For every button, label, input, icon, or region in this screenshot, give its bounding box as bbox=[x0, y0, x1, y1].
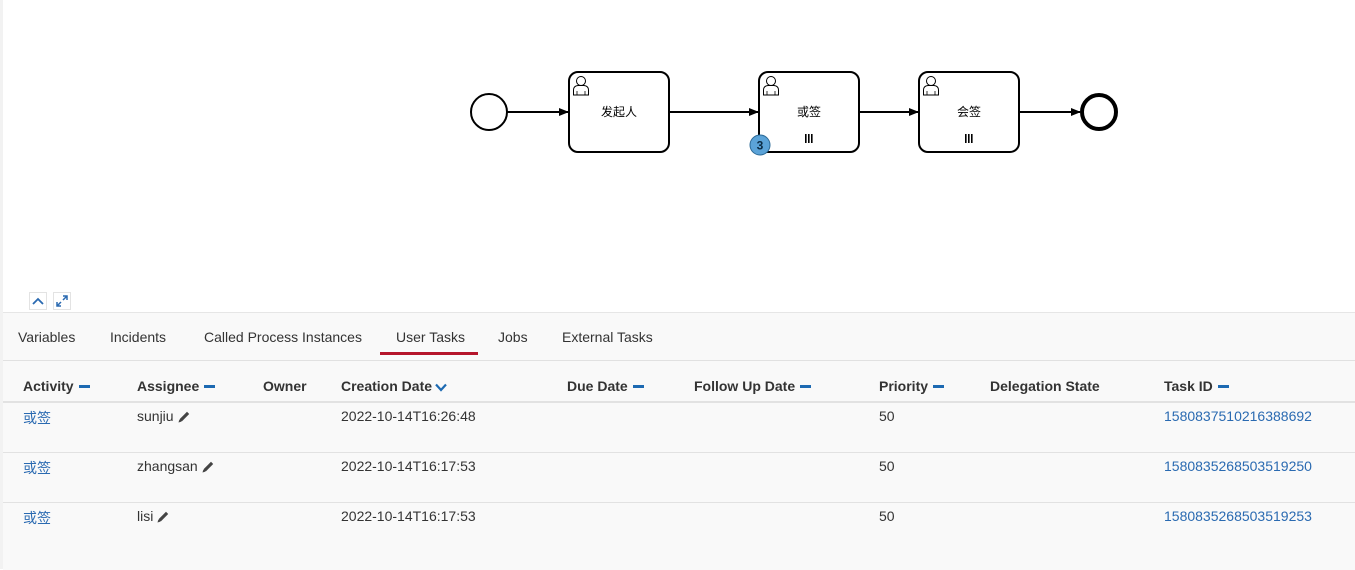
cell-activity: 或签 bbox=[3, 452, 137, 503]
cell-due-date bbox=[567, 402, 694, 453]
cell-delegation-state bbox=[990, 503, 1164, 553]
header-label: Delegation State bbox=[990, 378, 1100, 394]
tab-variables[interactable]: Variables bbox=[18, 329, 76, 345]
cell-creation-date: 2022-10-14T16:26:48 bbox=[341, 402, 567, 453]
tab-incidents[interactable]: Incidents bbox=[110, 329, 167, 345]
header-label: Activity bbox=[23, 378, 74, 394]
assignee-value: sunjiu bbox=[137, 408, 174, 424]
column-header-delegation-state: Delegation State bbox=[990, 371, 1164, 403]
cell-task-id: 1580835268503519250 bbox=[1164, 452, 1355, 503]
cell-task-id: 1580835268503519253 bbox=[1164, 503, 1355, 553]
column-header-activity[interactable]: Activity bbox=[3, 371, 137, 403]
pencil-icon[interactable] bbox=[201, 460, 215, 474]
activity-link[interactable]: 或签 bbox=[23, 510, 51, 526]
task-or-sign[interactable]: 或签 bbox=[758, 71, 860, 153]
cell-follow-up-date bbox=[694, 503, 879, 553]
task-label: 发起人 bbox=[601, 104, 637, 119]
user-tasks-table: Activity Assignee Owner Creation Date Du… bbox=[3, 371, 1355, 552]
cell-creation-date: 2022-10-14T16:17:53 bbox=[341, 452, 567, 503]
details-panel: Variables Incidents Called Process Insta… bbox=[3, 312, 1355, 570]
pencil-icon[interactable] bbox=[177, 410, 191, 424]
sort-none-icon[interactable] bbox=[933, 384, 945, 388]
cell-owner bbox=[263, 503, 341, 553]
header-label: Due Date bbox=[567, 378, 628, 394]
cell-priority: 50 bbox=[879, 452, 990, 503]
task-label: 或签 bbox=[797, 104, 821, 119]
sort-descending-icon[interactable] bbox=[435, 383, 447, 392]
header-label: Creation Date bbox=[341, 378, 433, 394]
cell-owner bbox=[263, 402, 341, 453]
assignee-value: zhangsan bbox=[137, 458, 198, 474]
header-label: Follow Up Date bbox=[694, 378, 796, 394]
cell-priority: 50 bbox=[879, 508, 895, 524]
cell-task-id: 1580837510216388692 bbox=[1164, 402, 1355, 453]
header-label: Task ID bbox=[1164, 378, 1213, 394]
cell-assignee: zhangsan bbox=[137, 452, 263, 503]
cell-follow-up-date bbox=[694, 452, 879, 503]
task-id-link[interactable]: 1580835268503519250 bbox=[1164, 458, 1312, 474]
pencil-icon[interactable] bbox=[156, 510, 170, 524]
assignee-value: lisi bbox=[137, 508, 154, 524]
table-row: 或签 sunjiu 2022-10-14T16:26:48 50 1580837… bbox=[3, 402, 1355, 453]
task-countersign[interactable]: 会签 bbox=[918, 71, 1020, 153]
cell-priority: 50 bbox=[879, 402, 990, 453]
column-header-follow-up-date[interactable]: Follow Up Date bbox=[694, 371, 879, 403]
cell-activity: 或签 bbox=[3, 402, 137, 453]
activity-link[interactable]: 或签 bbox=[23, 410, 51, 426]
sort-none-icon[interactable] bbox=[800, 384, 812, 388]
cell-assignee: lisi bbox=[137, 503, 263, 553]
column-header-assignee[interactable]: Assignee bbox=[137, 371, 263, 403]
column-header-owner: Owner bbox=[263, 371, 341, 403]
cell-creation-date: 2022-10-14T16:17:53 bbox=[341, 508, 476, 524]
chevron-up-icon bbox=[32, 297, 44, 305]
cell-delegation-state bbox=[990, 402, 1164, 453]
cell-due-date bbox=[567, 503, 694, 553]
tab-called-process-instances[interactable]: Called Process Instances bbox=[204, 329, 362, 345]
table-row: 或签 lisi 2022-10-14T16:17:53 50 158083526… bbox=[3, 503, 1355, 553]
header-label: Assignee bbox=[137, 378, 200, 394]
cell-owner bbox=[263, 452, 341, 503]
bpmn-canvas: 发起人 或签 3 会签 bbox=[470, 71, 1118, 156]
table-row: 或签 zhangsan 2022-10-14T16:17:53 50 15808… bbox=[3, 452, 1355, 503]
bpmn-diagram[interactable]: 发起人 或签 3 会签 bbox=[3, 0, 1355, 312]
active-tab-indicator bbox=[380, 352, 478, 355]
header-label: Priority bbox=[879, 378, 929, 394]
parallel-multi-instance-icon bbox=[965, 134, 973, 143]
task-label: 会签 bbox=[957, 104, 981, 119]
left-border bbox=[0, 0, 3, 569]
instance-count-badge[interactable]: 3 bbox=[749, 134, 771, 156]
column-header-task-id[interactable]: Task ID bbox=[1164, 371, 1355, 403]
task-id-link[interactable]: 1580837510216388692 bbox=[1164, 408, 1312, 424]
expand-diagram-button[interactable] bbox=[53, 292, 71, 310]
sort-none-icon[interactable] bbox=[204, 384, 216, 388]
tab-bar: Variables Incidents Called Process Insta… bbox=[3, 313, 1355, 361]
tab-jobs[interactable]: Jobs bbox=[498, 329, 528, 345]
badge-count: 3 bbox=[757, 139, 764, 153]
task-id-link[interactable]: 1580835268503519253 bbox=[1164, 508, 1312, 524]
column-header-priority[interactable]: Priority bbox=[879, 371, 990, 403]
activity-link[interactable]: 或签 bbox=[23, 460, 51, 476]
cell-due-date bbox=[567, 452, 694, 503]
end-event[interactable] bbox=[1080, 93, 1118, 131]
sort-none-icon[interactable] bbox=[632, 384, 644, 388]
collapse-diagram-button[interactable] bbox=[29, 292, 47, 310]
expand-icon bbox=[56, 295, 68, 307]
header-label: Owner bbox=[263, 378, 307, 394]
cell-activity: 或签 bbox=[3, 503, 137, 553]
tab-user-tasks[interactable]: User Tasks bbox=[396, 329, 465, 345]
task-initiator[interactable]: 发起人 bbox=[568, 71, 670, 153]
tab-external-tasks[interactable]: External Tasks bbox=[562, 329, 653, 345]
cell-delegation-state bbox=[990, 452, 1164, 503]
column-header-due-date[interactable]: Due Date bbox=[567, 371, 694, 403]
column-header-creation-date[interactable]: Creation Date bbox=[341, 371, 567, 403]
cell-assignee: sunjiu bbox=[137, 402, 263, 453]
table-header-row: Activity Assignee Owner Creation Date Du… bbox=[3, 371, 1355, 403]
start-event[interactable] bbox=[470, 93, 508, 131]
sort-none-icon[interactable] bbox=[78, 384, 90, 388]
parallel-multi-instance-icon bbox=[805, 134, 813, 143]
sort-none-icon[interactable] bbox=[1217, 384, 1229, 388]
cell-follow-up-date bbox=[694, 402, 879, 453]
